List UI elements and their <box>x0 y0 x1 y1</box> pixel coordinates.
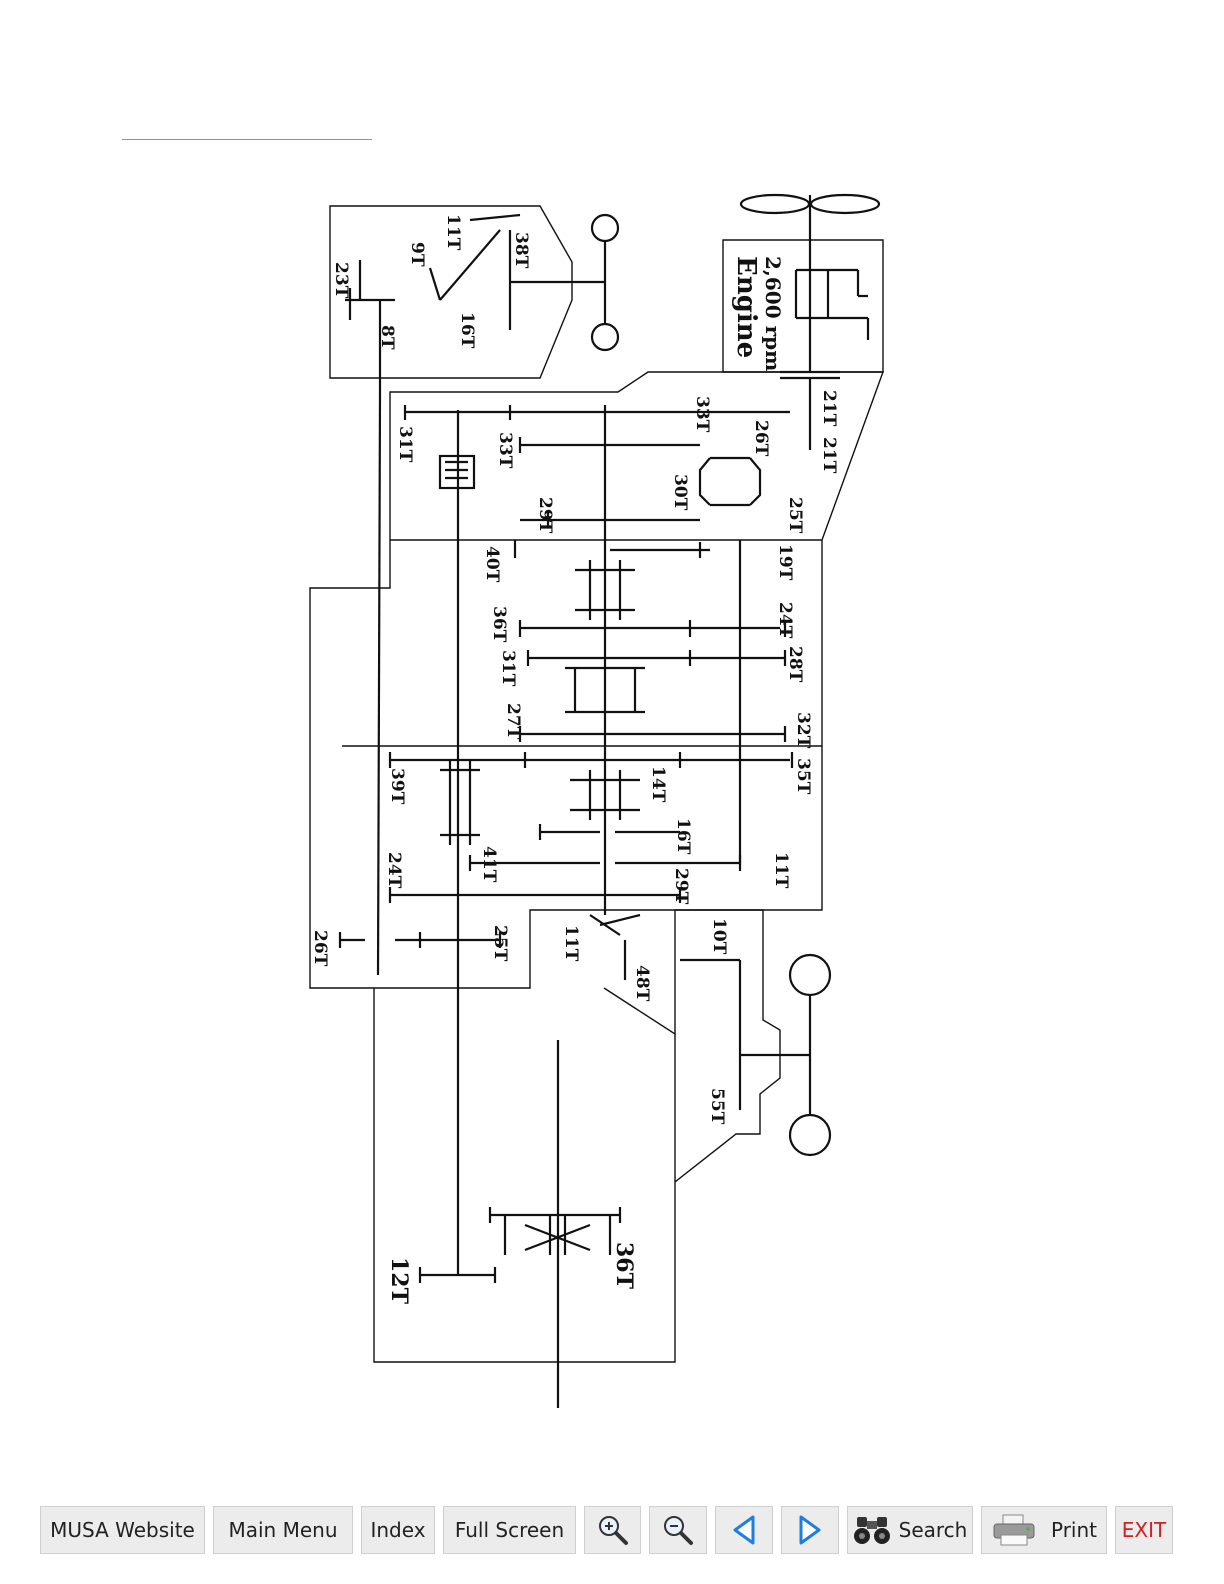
gear-label: 14T <box>648 766 668 803</box>
printer-icon <box>991 1513 1037 1547</box>
gear-label: 35T <box>793 758 813 795</box>
gear-label: 28T <box>785 646 805 683</box>
full-screen-label: Full Screen <box>455 1518 564 1542</box>
gear-label: 26T <box>751 420 771 457</box>
print-label: Print <box>1051 1518 1097 1542</box>
gear-label: 32T <box>793 712 813 749</box>
gear-label: 36T <box>489 606 509 643</box>
gear-label: 19T <box>775 544 795 581</box>
gear-label: 31T <box>498 650 518 687</box>
gear-label: 8T <box>377 325 397 350</box>
gear-label: 29T <box>535 497 555 534</box>
zoom-out-icon <box>661 1513 695 1547</box>
search-label: Search <box>899 1518 968 1542</box>
gear-label: 16T <box>457 312 477 349</box>
wheel-lower-2 <box>790 1115 830 1155</box>
gear-label: 21T <box>819 390 839 427</box>
arrow-right-icon <box>797 1514 823 1546</box>
gear-label: 23T <box>331 262 351 299</box>
index-label: Index <box>370 1518 425 1542</box>
transmission-diagram: Engine 2,600 rpm 11T 9T 23T 38T 8T 16T 2… <box>0 0 1224 1500</box>
gear-label: 31T <box>395 426 415 463</box>
gear-label: 38T <box>511 232 531 269</box>
wheel-upper-1 <box>592 215 618 241</box>
full-screen-button[interactable]: Full Screen <box>443 1506 576 1554</box>
gear-label: 12T <box>386 1257 412 1305</box>
index-button[interactable]: Index <box>361 1506 435 1554</box>
exit-button[interactable]: EXIT <box>1115 1506 1173 1554</box>
wheel-upper-2 <box>592 324 618 350</box>
propeller-blade-left <box>741 195 809 213</box>
musa-website-label: MUSA Website <box>50 1518 195 1542</box>
search-button[interactable]: Search <box>847 1506 973 1554</box>
gear-label: 26T <box>310 930 330 967</box>
gear-label: 29T <box>671 868 691 905</box>
gear-label: 24T <box>384 852 404 889</box>
gear-label: 27T <box>503 703 523 740</box>
gear-label: 48T <box>632 965 652 1002</box>
housing-lower <box>374 910 780 1362</box>
engine-label: Engine <box>731 256 761 358</box>
gear-label: 39T <box>387 768 407 805</box>
previous-page-button[interactable] <box>715 1506 773 1554</box>
musa-website-button[interactable]: MUSA Website <box>40 1506 205 1554</box>
gear-label: 55T <box>707 1088 727 1125</box>
arrow-left-icon <box>731 1514 757 1546</box>
gear-label: 33T <box>692 396 712 433</box>
zoom-out-button[interactable] <box>649 1506 707 1554</box>
gear-label: 10T <box>709 918 729 955</box>
gear-label: 24T <box>775 602 795 639</box>
gear-label: 16T <box>673 818 693 855</box>
zoom-in-icon <box>596 1513 630 1547</box>
gear-label: 33T <box>495 432 515 469</box>
binoculars-icon <box>853 1513 891 1547</box>
engine-speed-label: 2,600 rpm <box>761 256 785 371</box>
print-button[interactable]: Print <box>981 1506 1107 1554</box>
gear-label: 40T <box>482 546 502 583</box>
gear-label: 11T <box>561 925 581 962</box>
next-page-button[interactable] <box>781 1506 839 1554</box>
zoom-in-button[interactable] <box>584 1506 641 1554</box>
gear-label: 11T <box>771 852 791 889</box>
gear-label: 9T <box>407 242 427 267</box>
gear-label: 30T <box>670 474 690 511</box>
shaft-left <box>378 395 380 975</box>
main-menu-label: Main Menu <box>228 1518 337 1542</box>
gear-label: 25T <box>785 497 805 534</box>
propeller-blade-right <box>811 195 879 213</box>
bottom-toolbar: MUSA Website Main Menu Index Full Screen… <box>0 1506 1224 1556</box>
gear-label: 41T <box>479 846 499 883</box>
gear-label: 25T <box>490 925 510 962</box>
main-menu-button[interactable]: Main Menu <box>213 1506 353 1554</box>
gear-label: 11T <box>443 214 463 251</box>
gear-label: 36T <box>611 1242 637 1290</box>
exit-label: EXIT <box>1122 1518 1166 1542</box>
wheel-lower-1 <box>790 955 830 995</box>
gear-label: 21T <box>819 437 839 474</box>
